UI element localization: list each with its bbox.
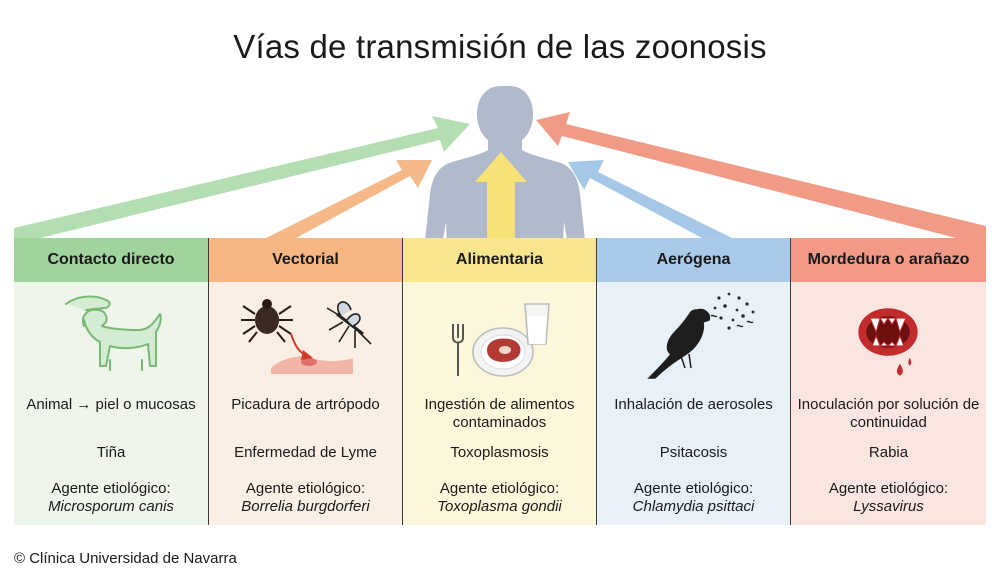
tick-icon — [241, 299, 293, 343]
arrow-alimentaria — [475, 152, 527, 240]
column-header: Aerógena — [597, 238, 790, 282]
column-header: Contacto directo — [14, 238, 208, 282]
milk-glass-icon — [524, 303, 550, 345]
disease-example: Tiña — [96, 444, 126, 461]
column-body: Inhalación de aerosoles Psitacosis Agent… — [597, 282, 790, 525]
etiologic-agent: Borrelia burgdorferi — [241, 498, 370, 515]
copyright-footer: © Clínica Universidad de Navarra — [14, 550, 237, 567]
tick-mosquito-icon — [241, 299, 372, 374]
column-body: Inoculación por solución de continuidad … — [791, 282, 986, 525]
meat-plate-icon — [452, 303, 550, 377]
disease-example: Psitacosis — [659, 444, 728, 461]
column-vectorial: Vectorial Picadura de — [208, 238, 402, 525]
column-body: Ingestión de alimentos contaminados Toxo… — [403, 282, 596, 525]
dog-petting-icon — [65, 295, 162, 371]
aerosol-particles-icon — [713, 292, 755, 330]
arrow-mordedura — [536, 112, 986, 238]
column-body: Picadura de artrópodo Enfermedad de Lyme… — [209, 282, 402, 525]
transmission-arrows — [14, 112, 986, 238]
disease-example: Rabia — [868, 444, 909, 461]
column-body: Animal → piel o mucosas Tiña Agente etio… — [14, 282, 208, 525]
parrot-icon — [647, 308, 711, 379]
column-header: Alimentaria — [403, 238, 596, 282]
column-mordedura-aranazo: Mordedura o arañazo Inoculación por solu… — [790, 238, 986, 525]
column-alimentaria: Alimentaria Ingestión de alimentos conta… — [402, 238, 596, 525]
parrot-aerosol-icon — [647, 292, 755, 379]
column-header: Mordedura o arañazo — [791, 238, 986, 282]
agent-label: Agente etiológico: — [633, 480, 754, 497]
etiologic-agent: Lyssavirus — [853, 498, 924, 515]
etiologic-agent: Chlamydia psittaci — [632, 498, 755, 515]
arrow-aerogena — [568, 160, 732, 238]
arrow-vectorial — [266, 160, 432, 238]
disease-example: Enfermedad de Lyme — [234, 444, 377, 461]
agent-label: Agente etiológico: — [245, 480, 366, 497]
agent-label: Agente etiológico: — [51, 480, 171, 497]
etiologic-agent: Toxoplasma gondii — [437, 498, 562, 515]
transmission-route: Picadura de artrópodo — [231, 396, 380, 413]
agent-label: Agente etiológico: — [439, 480, 560, 497]
transmission-route: Inoculación por solución de continuidad — [797, 396, 980, 431]
arrow-contacto-directo — [14, 116, 470, 238]
transmission-route: Animal → piel o mucosas — [26, 396, 196, 413]
transmission-route: Ingestión de alimentos contaminados — [424, 396, 575, 431]
mosquito-icon — [326, 301, 372, 348]
column-header: Vectorial — [209, 238, 402, 282]
agent-label: Agente etiológico: — [828, 480, 949, 497]
fork-icon — [452, 324, 464, 376]
bite-fangs-icon — [858, 308, 918, 376]
column-aerogena: Aerógena Inhalación de aerosoles Psitaco… — [596, 238, 790, 525]
page-title: Vías de transmisión de las zoonosis — [233, 28, 767, 65]
column-contacto-directo: Contacto directo Animal → piel o mucosas… — [14, 238, 208, 525]
disease-example: Toxoplasmosis — [450, 444, 549, 461]
etiologic-agent: Microsporum canis — [48, 498, 174, 515]
transmission-route: Inhalación de aerosoles — [614, 396, 773, 413]
